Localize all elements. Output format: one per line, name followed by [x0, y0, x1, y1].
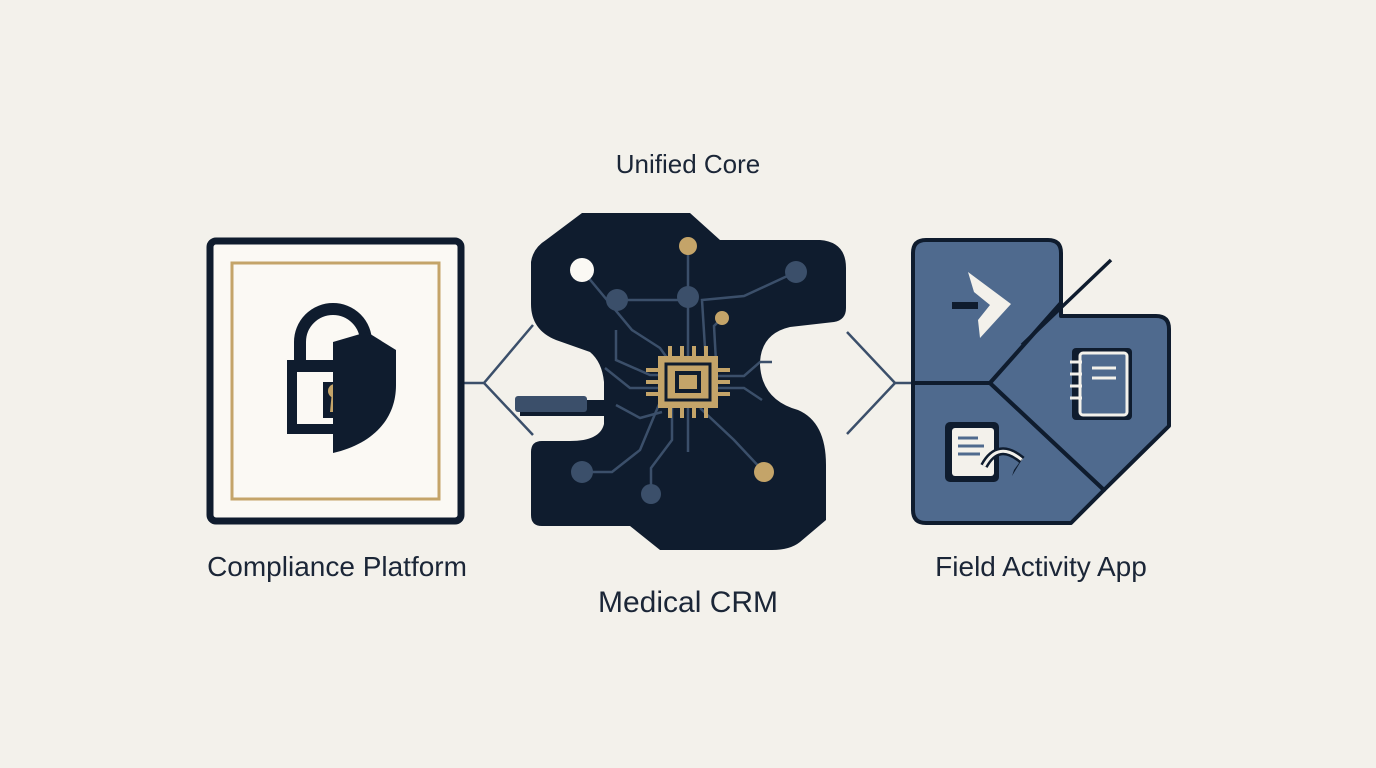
microchip-icon	[646, 346, 730, 418]
medical-crm-node	[515, 213, 846, 550]
field-app-slash-line	[1020, 258, 1113, 347]
arrow-right-icon	[952, 272, 1011, 338]
notebook-icon	[1070, 348, 1132, 420]
medical-crm-label: Medical CRM	[597, 586, 779, 619]
field-activity-app-label: Field Activity App	[935, 551, 1147, 582]
crm-cable	[515, 396, 587, 412]
compliance-platform-label: Compliance Platform	[207, 551, 467, 582]
document-return-icon	[945, 422, 1025, 482]
shield-icon	[333, 332, 396, 453]
compliance-platform-node	[206, 237, 465, 525]
core-title: Unified Core	[615, 149, 761, 179]
compliance-inner-frame	[230, 261, 441, 501]
connector-right	[846, 331, 914, 435]
circuit-nodes	[570, 237, 807, 504]
field-activity-app-node	[911, 238, 1171, 525]
connector-left	[462, 324, 534, 436]
